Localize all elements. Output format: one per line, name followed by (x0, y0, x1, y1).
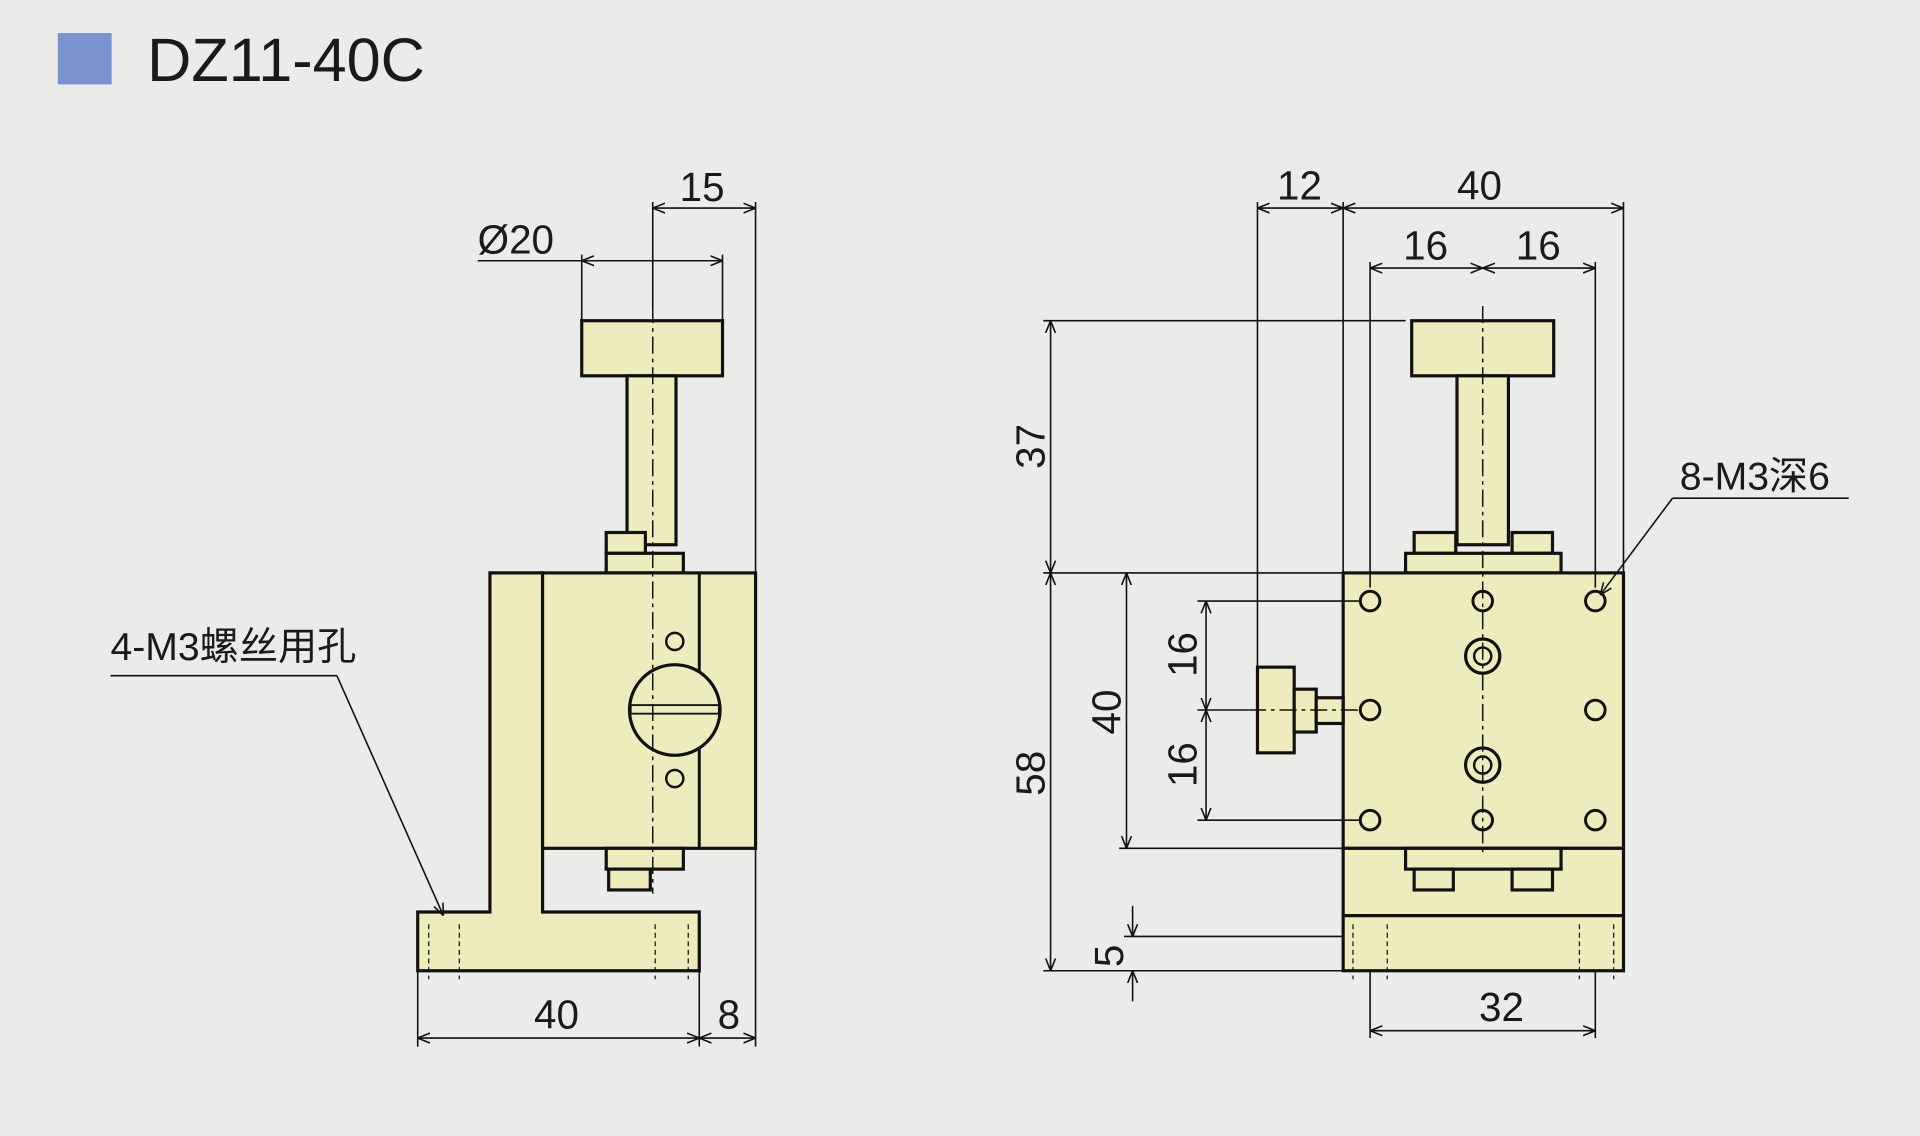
dim-knob-height: 37 (1007, 424, 1053, 469)
dim-base-hole-spacing: 32 (1479, 984, 1524, 1030)
side-view: 15 Ø20 40 8 4-M3螺丝用孔 (110, 164, 758, 1047)
dim-base-thickness: 5 (1086, 945, 1132, 967)
title-marker (57, 33, 112, 85)
dim-total-height: 58 (1007, 751, 1053, 796)
dim-width: 40 (1457, 163, 1502, 209)
dim-hole-left: 16 (1403, 223, 1448, 269)
dim-body-height: 40 (1083, 690, 1129, 735)
dim-knob-offset: 15 (680, 164, 725, 210)
dim-hole-upper: 16 (1159, 632, 1205, 677)
dim-side-knob: 12 (1277, 163, 1322, 209)
callout-tapped-holes: 8-M3深6 (1680, 456, 1830, 499)
dim-knob-diameter: Ø20 (478, 216, 554, 262)
callout-mounting-holes: 4-M3螺丝用孔 (110, 626, 356, 669)
dim-base-overhang: 8 (718, 991, 740, 1037)
front-view: 12 40 16 16 37 58 40 16 16 5 32 8-M3 (1007, 163, 1849, 1039)
dim-base-width: 40 (534, 991, 579, 1037)
dim-hole-right: 16 (1516, 223, 1561, 269)
dim-hole-lower: 16 (1159, 742, 1205, 787)
page-title: DZ11-40C (147, 26, 425, 94)
